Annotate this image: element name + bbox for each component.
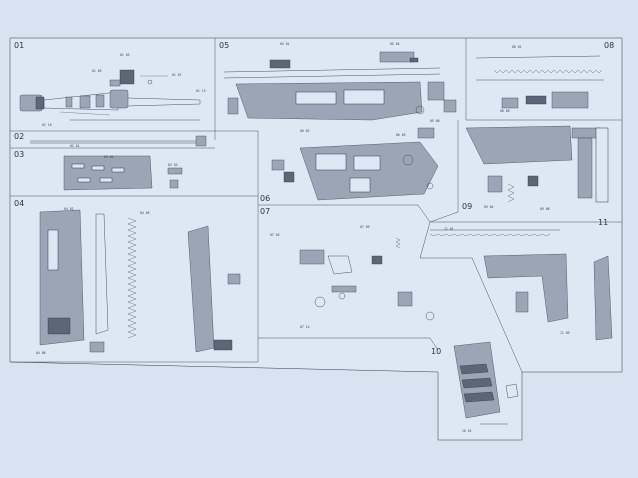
svg-text:05 08: 05 08 [430,119,440,123]
magazine-group [39,209,241,353]
svg-text:01 13: 01 13 [196,89,206,93]
svg-text:05 01: 05 01 [280,42,290,46]
svg-text:10 01: 10 01 [462,429,472,433]
part-number-labels: 01 03 01 05 01 07 01 10 01 13 02 01 03 0… [36,42,570,433]
section-label-08: 08 [604,41,614,50]
svg-text:04 05: 04 05 [140,211,150,215]
svg-text:09 04: 09 04 [484,205,494,209]
svg-text:01 10: 01 10 [42,123,52,127]
section-frames [10,38,622,373]
trigger-group [299,237,435,321]
svg-text:08 06: 08 06 [500,109,510,113]
sheet-outline [9,37,623,441]
stock-group [465,125,609,203]
svg-text:06 02: 06 02 [300,129,310,133]
svg-text:04 02: 04 02 [64,207,74,211]
section-label-05: 05 [219,41,229,50]
svg-text:09 08: 09 08 [540,207,550,211]
gas-tube-group [30,135,207,147]
barrel-group [19,69,201,121]
svg-text:01 05: 01 05 [92,69,102,73]
svg-text:01 03: 01 03 [120,53,130,57]
buttstock-group [429,229,613,341]
svg-text:07 09: 07 09 [360,225,370,229]
section-label-11: 11 [598,218,608,227]
section-label-09: 09 [462,202,472,211]
svg-text:06 05: 06 05 [396,133,406,137]
section-label-03: 03 [14,150,24,159]
section-label-01: 01 [14,41,24,50]
section-label-04: 04 [14,199,24,208]
svg-text:07 14: 07 14 [300,325,310,329]
svg-text:05 04: 05 04 [390,42,400,46]
svg-text:03 03: 03 03 [168,163,178,167]
svg-text:11 01: 11 01 [444,227,454,231]
upper-receiver-group [223,51,457,121]
svg-text:07 03: 07 03 [270,233,280,237]
handguard-group [63,155,183,191]
section-labels: 01 02 03 04 05 06 07 08 09 10 11 [14,41,614,356]
pistol-grip-group [453,341,519,425]
svg-text:11 09: 11 09 [560,331,570,335]
bolt-group [475,55,604,109]
svg-text:02 01: 02 01 [70,144,80,148]
section-label-07: 07 [260,207,270,216]
svg-text:01 07: 01 07 [172,73,182,77]
section-label-06: 06 [260,194,270,203]
svg-text:08 01: 08 01 [512,45,522,49]
svg-text:04 08: 04 08 [36,351,46,355]
section-label-10: 10 [431,347,441,356]
lower-receiver-group [271,127,439,201]
svg-text:03 01: 03 01 [104,155,114,159]
section-label-02: 02 [14,132,24,141]
